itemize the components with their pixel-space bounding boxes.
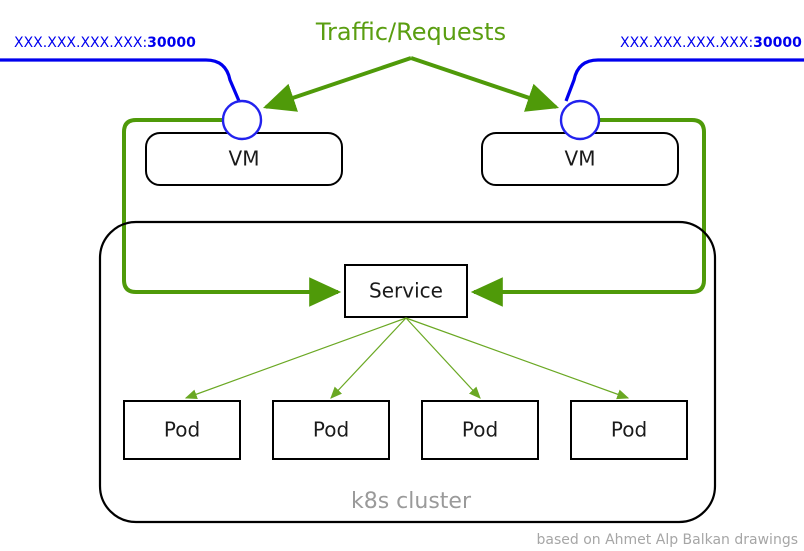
- service-to-pod-arrow-2: [330, 317, 407, 399]
- endpoint-label-left: XXX.XXX.XXX.XXX:30000: [14, 35, 196, 51]
- endpoint-line-left: [0, 58, 241, 102]
- endpoint-line-right: [564, 58, 804, 102]
- pod-label-2: Pod: [313, 418, 349, 442]
- endpoint-port-left: 30000: [147, 35, 196, 51]
- nodeport-circle-left[interactable]: [221, 99, 263, 141]
- endpoint-host-left: XXX.XXX.XXX.XXX:: [14, 35, 147, 51]
- nodeport-circle-right[interactable]: [559, 99, 601, 141]
- footer-attribution: based on Ahmet Alp Balkan drawings: [537, 532, 799, 548]
- k8s-cluster-boundary: [98, 220, 717, 524]
- traffic-arrow-right: [410, 56, 560, 112]
- pod-label-3: Pod: [462, 418, 498, 442]
- service-label: Service: [369, 279, 443, 303]
- nodeport-route-right: [470, 118, 706, 307]
- pod-box-3[interactable]: [421, 400, 539, 460]
- pod-label-4: Pod: [611, 418, 647, 442]
- service-to-pod-arrow-3: [405, 317, 481, 399]
- pod-box-2[interactable]: [272, 400, 390, 460]
- service-box[interactable]: [344, 264, 468, 318]
- endpoint-label-right: XXX.XXX.XXX.XXX:30000: [620, 35, 802, 51]
- nodeport-route-left: [122, 118, 342, 307]
- vm-label-left: VM: [229, 147, 260, 171]
- service-to-pod-arrow-1: [184, 317, 407, 400]
- service-to-pod-arrow-4: [405, 317, 630, 400]
- vm-label-right: VM: [565, 147, 596, 171]
- diagram-title: Traffic/Requests: [315, 18, 506, 46]
- pod-box-1[interactable]: [123, 400, 241, 460]
- pod-label-1: Pod: [164, 418, 200, 442]
- endpoint-port-right: 30000: [753, 35, 802, 51]
- pod-box-4[interactable]: [570, 400, 688, 460]
- traffic-arrow-left: [262, 56, 412, 112]
- k8s-cluster-label: k8s cluster: [351, 489, 472, 514]
- endpoint-host-right: XXX.XXX.XXX.XXX:: [620, 35, 753, 51]
- service-to-pod-arrows: [184, 317, 630, 400]
